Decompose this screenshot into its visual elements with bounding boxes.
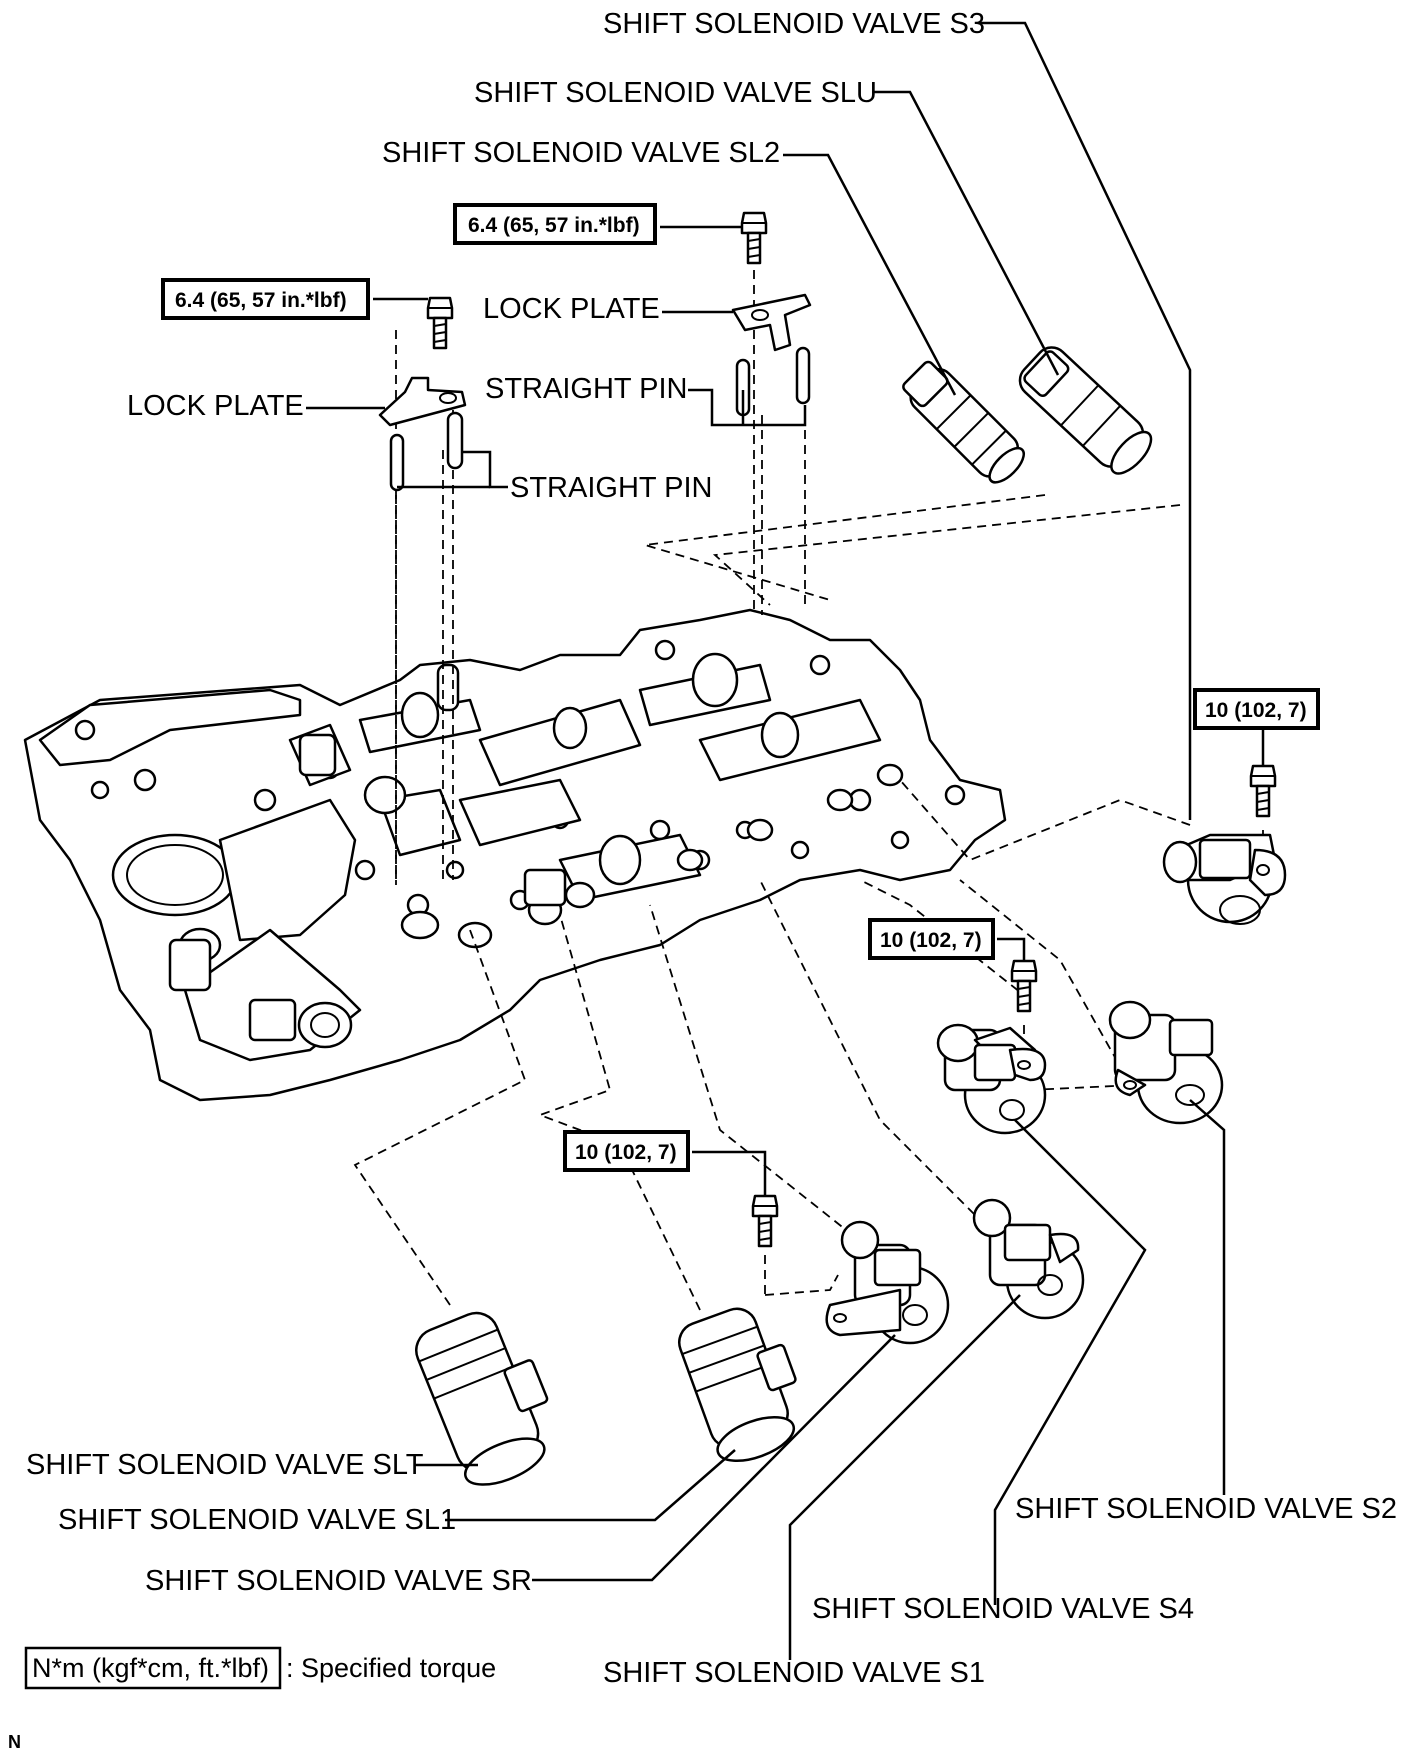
straight-pins-right (735, 346, 811, 417)
straight-pins-left (389, 411, 464, 492)
corner-mark: N (8, 1732, 21, 1752)
lock-plate-right (731, 293, 812, 352)
label-lock-plate-left: LOCK PLATE (127, 390, 304, 422)
svg-text:10 (102, 7): 10 (102, 7) (1205, 699, 1307, 722)
torque-box-sr: 10 (102, 7) (563, 1130, 690, 1172)
bolt-lock-plate-left (426, 296, 454, 350)
legend-unit-box: N*m (kgf*cm, ft.*lbf) (32, 1653, 269, 1683)
label-lock-plate-right: LOCK PLATE (483, 293, 660, 325)
leader-lines (306, 21, 1265, 1660)
label-sl1: SHIFT SOLENOID VALVE SL1 (58, 1504, 456, 1536)
bolt-lock-plate-right (740, 211, 768, 265)
label-s2: SHIFT SOLENOID VALVE S2 (1015, 1493, 1397, 1525)
assembly-guide-lines (353, 240, 1264, 1311)
svg-text:6.4 (65, 57 in.*lbf): 6.4 (65, 57 in.*lbf) (175, 289, 347, 312)
torque-legend: N*m (kgf*cm, ft.*lbf) : Specified torque (24, 1646, 496, 1690)
valve-body-illustration (23, 608, 1007, 1102)
torque-box-s3: 10 (102, 7) (1193, 688, 1320, 730)
solenoid-sl2 (902, 360, 1026, 484)
solenoid-s2 (1108, 1000, 1224, 1125)
label-straight-pin-left: STRAIGHT PIN (510, 472, 713, 504)
label-s3: SHIFT SOLENOID VALVE S3 (603, 8, 985, 40)
torque-box-lock-plate-left: 6.4 (65, 57 in.*lbf) (161, 278, 370, 320)
label-s4: SHIFT SOLENOID VALVE S4 (812, 1593, 1194, 1625)
bolt-s2-s4 (1010, 959, 1038, 1013)
solenoid-sl1 (678, 1307, 797, 1463)
bolt-sr (751, 1194, 779, 1248)
label-sl2: SHIFT SOLENOID VALVE SL2 (382, 137, 780, 169)
svg-text:10 (102, 7): 10 (102, 7) (880, 929, 982, 952)
solenoid-slt (415, 1311, 549, 1486)
torque-box-lock-plate-right: 6.4 (65, 57 in.*lbf) (453, 203, 657, 245)
solenoid-slu (1018, 346, 1153, 475)
label-straight-pin-right: STRAIGHT PIN (485, 373, 688, 405)
solenoid-s4 (936, 1023, 1047, 1135)
solenoid-s1 (972, 1198, 1085, 1320)
label-slu: SHIFT SOLENOID VALVE SLU (474, 77, 877, 109)
bolt-s3 (1249, 764, 1277, 818)
svg-text:10 (102, 7): 10 (102, 7) (575, 1141, 677, 1164)
solenoid-sr (825, 1220, 950, 1345)
legend-description: : Specified torque (286, 1653, 496, 1683)
solenoid-s3 (1162, 833, 1287, 925)
label-s1: SHIFT SOLENOID VALVE S1 (603, 1657, 985, 1689)
svg-text:6.4 (65, 57 in.*lbf): 6.4 (65, 57 in.*lbf) (468, 214, 640, 237)
label-sr: SHIFT SOLENOID VALVE SR (145, 1565, 532, 1597)
label-slt: SHIFT SOLENOID VALVE SLT (26, 1449, 424, 1481)
torque-box-s2-s4: 10 (102, 7) (868, 918, 995, 960)
lock-plate-left (378, 376, 467, 427)
